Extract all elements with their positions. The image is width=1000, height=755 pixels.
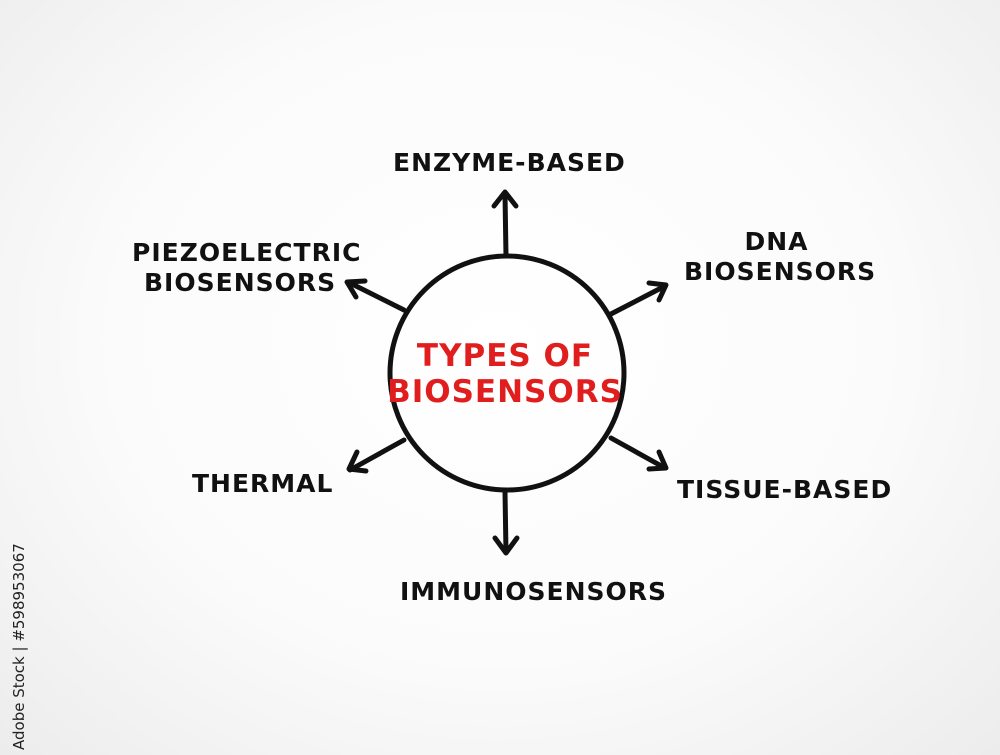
label-piezoelectric-biosensors: PIEZOELECTRIC BIOSENSORS — [132, 238, 361, 298]
label-immunosensors: IMMUNOSENSORS — [400, 577, 668, 606]
center-title-line1: TYPES OF — [416, 338, 594, 374]
arrow-up — [491, 189, 519, 259]
label-piezo-line2: BIOSENSORS — [144, 268, 337, 297]
label-thermal: THERMAL — [192, 469, 334, 498]
label-dna-biosensors: DNA BIOSENSORS — [684, 227, 877, 287]
arrow-down — [492, 489, 520, 556]
arrow-upper-left — [344, 278, 407, 313]
arrow-lower-right — [608, 435, 669, 472]
center-title-line2: BIOSENSORS — [387, 374, 623, 410]
stock-watermark: Adobe Stock | #598953067 — [10, 543, 28, 750]
center-title: TYPES OF BIOSENSORS — [380, 338, 630, 410]
label-piezo-line1: PIEZOELECTRIC — [132, 238, 362, 267]
label-tissue-based: TISSUE-BASED — [677, 475, 893, 504]
arrow-upper-right — [606, 280, 669, 318]
arrow-lower-left — [346, 437, 407, 474]
label-dna-line2: BIOSENSORS — [684, 257, 877, 286]
label-dna-line1: DNA — [744, 227, 809, 256]
label-enzyme-based: ENZYME-BASED — [393, 148, 626, 177]
